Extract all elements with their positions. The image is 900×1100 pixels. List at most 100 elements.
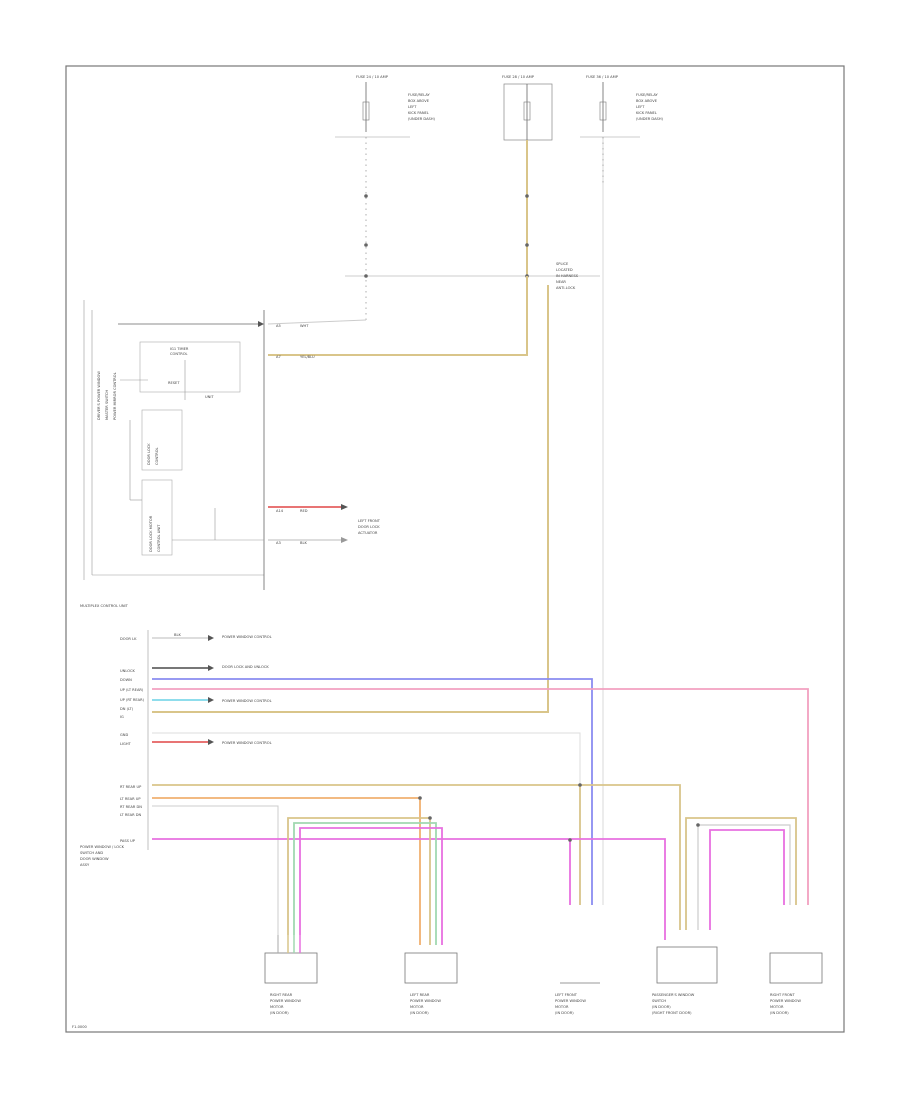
fuse-2-header: FUSE 28 / 10 AMP [502,75,535,79]
motor-rr-line-2: MOTOR [270,1005,284,1009]
switch-row-2-name: UNLOCK [120,669,136,673]
fuse-1: FUSE 24 / 10 AMP FUSE/RELAY BOX ABOVE LE… [335,75,436,138]
multiplex-control-unit: DRIVER'S POWER WINDOW MASTER SWITCH POWE… [83,300,265,590]
switch-row-4-name: UP (LT REAR) [120,688,144,692]
module-side-2: POWER MIRROR CONTROL [113,372,117,420]
fuse-2: FUSE 28 / 10 AMP [502,75,553,141]
diagram-frame [65,65,845,1033]
motor-left-front: LEFT FRONT POWER WINDOW MOTOR (IN DOOR) [555,982,600,1015]
module-wire-1-label: YEL/BLU [300,355,315,359]
fuse-3: FUSE 36 / 10 AMP FUSE/RELAY BOX ABOVE LE… [580,75,664,138]
module-wire-3-label: RED [300,509,308,513]
motor-rr-line-3: (IN DOOR) [270,1011,289,1015]
fuse-1-note-1: BOX ABOVE [408,99,430,103]
switch-row-0-dest: POWER WINDOW CONTROL [222,635,272,639]
yellow-wire-rf [152,784,681,930]
inner-block-3-title: DOOR LOCK MOTOR [149,515,153,552]
fuse-1-note-2: LEFT [408,105,417,109]
fuse-3-note-1: BOX ABOVE [636,99,658,103]
motor-lr-line-0: LEFT REAR [410,993,430,997]
splice-label-2: IN HARNESS [556,274,579,278]
motor-ps-line-3: (RIGHT FRONT DOOR) [652,1011,692,1015]
motor-lf-line-0: LEFT FRONT [555,993,578,997]
motor-rf-line-3: (IN DOOR) [770,1011,789,1015]
yellow-feed-switch [152,285,549,713]
magenta-wire [152,838,666,940]
switch-row-13-name: LT REAR DN [120,813,141,817]
module-wire-4-label: BLK [300,541,307,545]
fuse-1-note-3: KICK PANEL [408,111,429,115]
switch-row-12-name: RT REAR DN [120,805,142,809]
inner-block-2-sub: CONTROL [155,447,159,465]
inner-block-1-sub: UNIT [205,395,214,399]
switch-row-9-name: LIGHT [120,742,132,746]
motor-lr-line-2: MOTOR [410,1005,424,1009]
module-wire-1-pin: A7 [276,355,281,359]
motor-lf-line-3: (IN DOOR) [555,1011,574,1015]
switch-block-label-1: SWITCH AND [80,851,103,855]
motor-rr-line-1: POWER WINDOW [270,999,301,1003]
switch-block [147,630,809,945]
motor-left-rear: LEFT REAR POWER WINDOW MOTOR (IN DOOR) [404,952,458,1015]
splice-label-1: LOCATED [556,268,573,272]
orange-wire [152,797,421,945]
inner-block-2-title: DOOR LOCK [147,443,151,465]
module-side-0: DRIVER'S POWER WINDOW [97,371,101,420]
motor-rr-line-0: RIGHT REAR [270,993,293,997]
module-wire-0-label: WHT [300,324,309,328]
switch-row-6-dest: POWER WINDOW CONTROL [222,699,272,703]
module-wire-3-pin: A14 [276,509,284,513]
module-wire-4-pin: A3 [276,541,281,545]
motor-ps-line-2: (IN DOOR) [652,1005,671,1009]
switch-row-7-name: IG [120,715,124,719]
motor-lf-line-2: MOTOR [555,1005,569,1009]
motor-ps-line-0: PASSENGER'S WINDOW [652,993,695,997]
splice-label-4: ANTI-LOCK [556,286,576,290]
switch-row-5-name: UP (RT REAR) [120,698,145,702]
switch-row-9-dest: POWER WINDOW CONTROL [222,741,272,745]
connector-pins [364,194,700,842]
fuse-3-note-4: (UNDER DASH) [636,117,664,121]
module-label: MULTIPLEX CONTROL UNIT [80,604,129,608]
switch-row-8-name: GND [120,733,128,737]
switch-row-10-name: RT REAR UP [120,785,142,789]
ground-note-0: LEFT FRONT [358,519,381,523]
switch-row-labels: DOOR LK BLK POWER WINDOW CONTROL DOOR LO… [120,633,272,843]
switch-row-3-name: DOWN [120,678,132,682]
motor-rf-line-1: POWER WINDOW [770,999,801,1003]
yellow-feed-module [268,276,528,356]
fuse-1-header: FUSE 24 / 10 AMP [356,75,389,79]
switch-block-label-2: DOOR WINDOW [80,857,109,861]
switch-row-0-name: DOOR LK [120,637,137,641]
module-side-1: MASTER SWITCH [105,390,109,420]
switch-block-label-0: POWER WINDOW / LOCK [80,845,125,849]
splice-label-0: SPLICE [556,262,569,266]
blue-wire [152,678,593,905]
switch-row-14-name: PASS UP [120,839,136,843]
motor-lr-line-3: (IN DOOR) [410,1011,429,1015]
module-wire-0-pin: A5 [276,324,281,328]
switch-row-11-name: LT REAR UP [120,797,141,801]
motor-ps-line-1: SWITCH [652,999,666,1003]
motor-rf-line-0: RIGHT FRONT [770,993,795,997]
switch-row-0-wire: BLK [174,633,181,637]
inner-block-1-title: RESET [168,381,180,385]
fuse-3-note-0: FUSE/RELAY [636,93,658,97]
switch-row-2-dest: DOOR LOCK AND UNLOCK [222,665,269,669]
inner-block-0-sub: CONTROL [170,352,188,356]
footer-code: F1-0000 [72,1025,88,1029]
motor-rf-line-2: MOTOR [770,1005,784,1009]
motor-lr-line-1: POWER WINDOW [410,999,441,1003]
passenger-window-switch: PASSENGER'S WINDOW SWITCH (IN DOOR) (RIG… [652,946,718,1015]
fuse-3-note-3: KICK PANEL [636,111,657,115]
ground-note-1: DOOR LOCK [358,525,380,529]
inner-block-3-sub: CONTROL UNIT [157,524,161,552]
motor-right-rear: RIGHT REAR POWER WINDOW MOTOR (IN DOOR) [264,935,318,1015]
pink-wire [152,688,809,905]
motor-right-front: RIGHT FRONT POWER WINDOW MOTOR (IN DOOR) [769,952,823,1015]
motor-lf-line-1: POWER WINDOW [555,999,586,1003]
fuse-3-header: FUSE 36 / 10 AMP [586,75,619,79]
inner-block-0-title: IG1 TIMER [170,347,189,351]
fuse-1-note-4: (UNDER DASH) [408,117,436,121]
